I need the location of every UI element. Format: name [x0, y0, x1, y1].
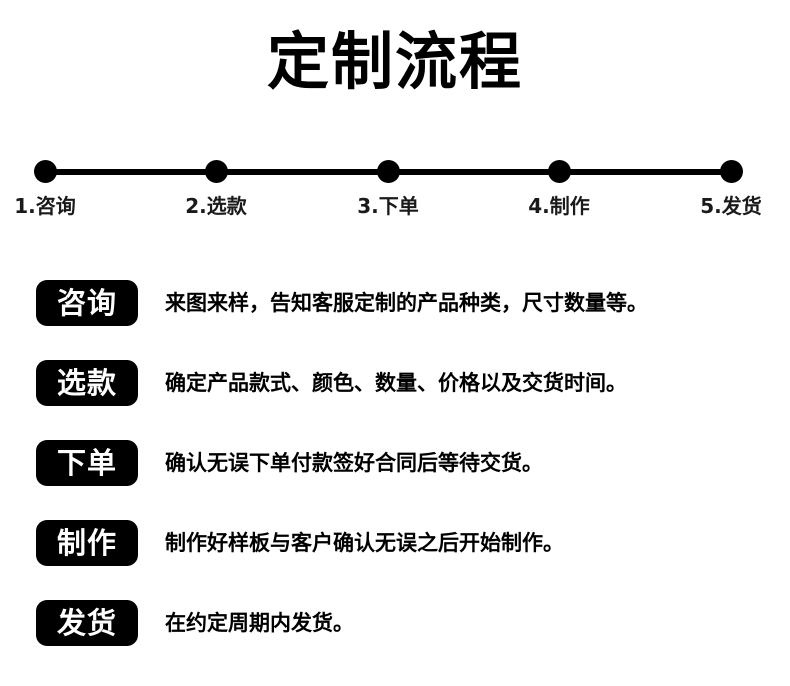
step-description: 确定产品款式、颜色、数量、价格以及交货时间。: [165, 371, 627, 395]
timeline-dot-icon: [719, 160, 743, 183]
step-badge: 选款: [36, 360, 138, 406]
process-step-item: 制作 制作好样板与客户确认无误之后开始制作。: [0, 520, 790, 566]
process-step-item: 下单 确认无误下单付款签好合同后等待交货。: [0, 440, 790, 486]
process-step-list: 咨询 来图来样，告知客服定制的产品种类，尺寸数量等。 选款 确定产品款式、颜色、…: [0, 280, 790, 680]
step-description: 确认无误下单付款签好合同后等待交货。: [165, 451, 543, 475]
step-badge: 发货: [36, 600, 138, 646]
step-badge: 咨询: [36, 280, 138, 326]
timeline-dot-icon: [376, 160, 400, 183]
timeline-dot-icon: [547, 160, 571, 183]
step-description: 来图来样，告知客服定制的产品种类，尺寸数量等。: [165, 291, 648, 315]
timeline-step-1[interactable]: 1.咨询: [0, 150, 115, 218]
timeline-step-label: 1.咨询: [14, 194, 76, 218]
page-title: 定制流程: [266, 25, 523, 98]
timeline-dot-icon: [204, 160, 228, 183]
timeline-step-label: 2.选款: [185, 194, 247, 218]
timeline-step-3[interactable]: 3.下单: [318, 150, 458, 218]
process-step-item: 选款 确定产品款式、颜色、数量、价格以及交货时间。: [0, 360, 790, 406]
process-timeline: 1.咨询 2.选款 3.下单 4.制作 5.发货: [0, 150, 790, 230]
timeline-step-label: 5.发货: [700, 194, 762, 218]
timeline-step-label: 4.制作: [528, 194, 590, 218]
step-badge: 下单: [36, 440, 138, 486]
timeline-dot-icon: [33, 160, 57, 183]
step-description: 在约定周期内发货。: [165, 611, 354, 635]
timeline-step-5[interactable]: 5.发货: [661, 150, 790, 218]
step-description: 制作好样板与客户确认无误之后开始制作。: [165, 531, 564, 555]
timeline-step-4[interactable]: 4.制作: [489, 150, 629, 218]
timeline-step-2[interactable]: 2.选款: [146, 150, 286, 218]
process-step-item: 咨询 来图来样，告知客服定制的产品种类，尺寸数量等。: [0, 280, 790, 326]
process-step-item: 发货 在约定周期内发货。: [0, 600, 790, 646]
step-badge: 制作: [36, 520, 138, 566]
timeline-step-label: 3.下单: [357, 194, 419, 218]
